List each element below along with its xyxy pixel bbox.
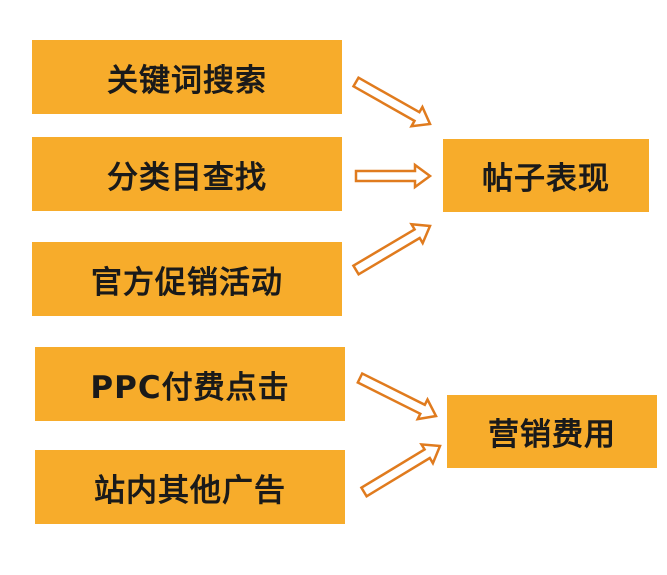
arrow-group (351, 76, 442, 499)
source-box-onsite-ads: 站内其他广告 (35, 450, 345, 524)
source-box-keyword-search: 关键词搜索 (32, 40, 342, 114)
target-label: 营销费用 (488, 417, 616, 453)
flow-arrow-1 (354, 162, 433, 190)
source-label: PPC付费点击 (90, 369, 290, 406)
source-box-ppc-click: PPC付费点击 (35, 347, 345, 421)
source-label: 站内其他广告 (94, 472, 286, 509)
source-box-category-browse: 分类目查找 (32, 137, 342, 211)
source-label: 分类目查找 (107, 159, 267, 196)
target-box-marketing-cost: 营销费用 (447, 395, 657, 468)
source-box-official-promotion: 官方促销活动 (32, 242, 342, 316)
target-label: 帖子表现 (482, 161, 610, 197)
flow-arrow-4 (359, 442, 442, 499)
target-box-listing-performance: 帖子表现 (443, 139, 649, 212)
source-label: 官方促销活动 (91, 264, 283, 301)
flow-arrow-0 (351, 76, 432, 128)
source-label: 关键词搜索 (107, 62, 267, 99)
flow-arrow-2 (351, 222, 432, 277)
flow-arrow-3 (356, 371, 438, 421)
